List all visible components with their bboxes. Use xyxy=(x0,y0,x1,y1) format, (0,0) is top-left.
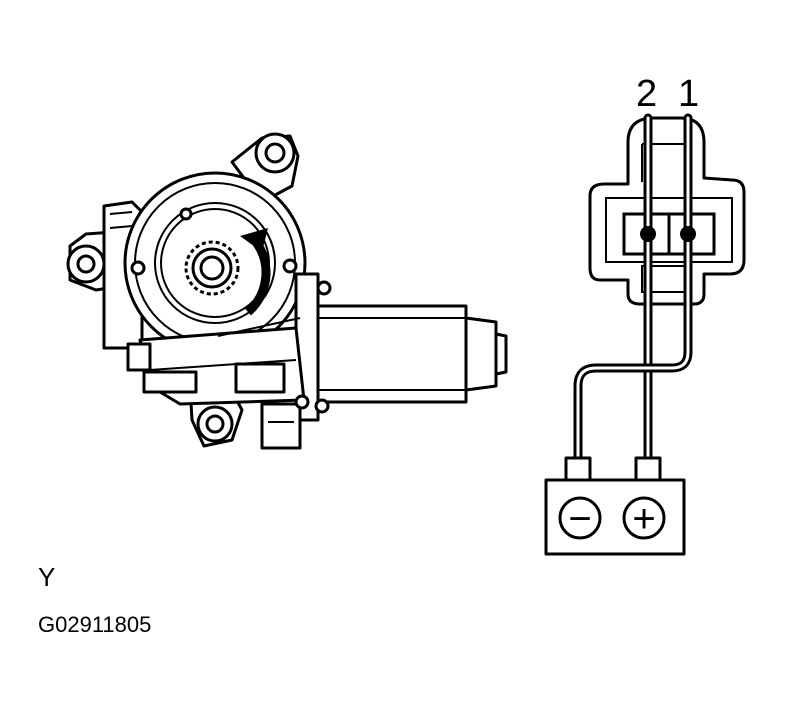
view-label: Y xyxy=(38,562,55,592)
positive-sign: + xyxy=(632,497,655,541)
window-motor-illustration xyxy=(66,132,508,450)
pin-1-contact xyxy=(680,226,696,242)
rotation-arrowhead xyxy=(240,228,268,252)
pin-2-label: 2 xyxy=(636,73,657,115)
pin-1-label: 1 xyxy=(678,73,699,115)
connector xyxy=(588,116,746,306)
positive-terminal-symbol xyxy=(622,496,666,540)
test-leads xyxy=(573,113,693,467)
negative-sign: − xyxy=(568,497,591,541)
negative-terminal-symbol xyxy=(558,496,602,540)
pin-2-contact xyxy=(640,226,656,242)
figure-code: G02911805 xyxy=(38,612,151,637)
battery xyxy=(544,456,686,556)
